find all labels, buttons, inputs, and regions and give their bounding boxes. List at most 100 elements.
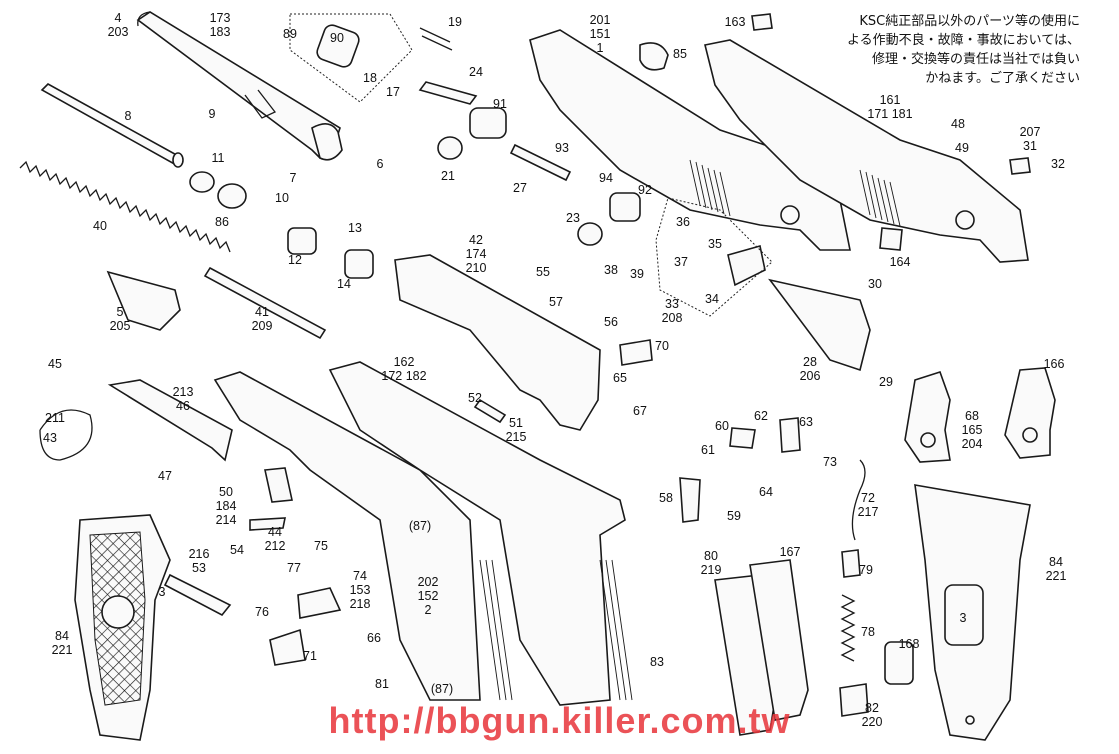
callout-text: 30 — [868, 277, 882, 291]
callout-text: 218 — [350, 597, 371, 611]
callout-77: 77 — [287, 561, 301, 575]
callout-text: 206 — [800, 369, 821, 383]
callout-60: 60 — [715, 419, 729, 433]
callout-23: 23 — [566, 211, 580, 225]
callout-7: 7 — [290, 171, 297, 185]
callout-text: 84 — [55, 629, 69, 643]
callout-text: 72 — [861, 491, 875, 505]
callout-text: 59 — [727, 509, 741, 523]
callout-166: 166 — [1044, 357, 1065, 371]
callout-76: 76 — [255, 605, 269, 619]
recoil-spring-drawing — [19, 160, 231, 253]
callout-167: 167 — [780, 545, 801, 559]
callout-text: 77 — [287, 561, 301, 575]
callout-56: 56 — [604, 315, 618, 329]
callout-text: 172 182 — [381, 369, 426, 383]
notice-line: 修理・交換等の責任は当社では負い — [871, 52, 1080, 67]
callout-text: 163 — [725, 15, 746, 29]
callout-text: 171 181 — [867, 107, 912, 121]
callout-text: 3 — [960, 611, 967, 625]
callout-163: 163 — [725, 15, 746, 29]
callout-text: 55 — [536, 265, 550, 279]
callout-67: 67 — [633, 404, 647, 418]
callout-text: 162 — [394, 355, 415, 369]
callout-text: 56 — [604, 315, 618, 329]
callout-text: 202 — [418, 575, 439, 589]
guide-rod-drawing — [40, 83, 184, 168]
callout-text: 71 — [303, 649, 317, 663]
slide-rear-drawing — [704, 39, 1029, 263]
callout-text: 54 — [230, 543, 244, 557]
callout-text: 1 — [597, 41, 604, 55]
callout-168: 168 — [899, 637, 920, 651]
callout-48: 48 — [951, 117, 965, 131]
disclaimer-notice: KSC純正部品以外のパーツ等の使用に よる作動不良・故障・事故においては、 修理… — [780, 12, 1080, 88]
callout-text: 85 — [673, 47, 687, 61]
callout-39: 39 — [630, 267, 644, 281]
callout-text: 151 — [590, 27, 611, 41]
callout-text: 58 — [659, 491, 673, 505]
callout-text: 205 — [110, 319, 131, 333]
callout-85: 85 — [673, 47, 687, 61]
callout-text: 7 — [290, 171, 297, 185]
callout-text: 168 — [899, 637, 920, 651]
callout-90: 90 — [330, 31, 344, 45]
callout-text: 64 — [759, 485, 773, 499]
callout-61: 61 — [701, 443, 715, 457]
grip-panel-right-drawing — [914, 484, 1031, 741]
callout-text: 44 — [268, 525, 282, 539]
callout-text: 165 — [962, 423, 983, 437]
notice-line: KSC純正部品以外のパーツ等の使用に — [859, 14, 1080, 29]
callout-57: 57 — [549, 295, 563, 309]
callout-36: 36 — [676, 215, 690, 229]
callout-89: 89 — [283, 27, 297, 41]
callout-text: 220 — [862, 715, 883, 729]
callout-text: 23 — [566, 211, 580, 225]
callout-19: 19 — [448, 15, 462, 29]
callout-92: 92 — [638, 183, 652, 197]
callout-73: 73 — [823, 455, 837, 469]
callout-text: 8 — [125, 109, 132, 123]
callout-text: 37 — [674, 255, 688, 269]
callout-text: 45 — [48, 357, 62, 371]
callout-text: 174 — [466, 247, 487, 261]
callout-text: 184 — [216, 499, 237, 513]
notice-line: かねます。ご了承ください — [925, 71, 1080, 86]
callout-45: 45 — [48, 357, 62, 371]
callout-text: 13 — [348, 221, 362, 235]
callout-text: 153 — [350, 583, 371, 597]
callout-text: 10 — [275, 191, 289, 205]
callout-text: 40 — [93, 219, 107, 233]
callout-text: 173 — [210, 11, 231, 25]
callout-81: 81 — [375, 677, 389, 691]
callout-text: 61 — [701, 443, 715, 457]
callout-text: 46 — [176, 399, 190, 413]
callout-text: 204 — [962, 437, 983, 451]
callout-text: 89 — [283, 27, 297, 41]
website-watermark: http://bbgun.killer.com.tw — [328, 700, 791, 741]
callout-40: 40 — [93, 219, 107, 233]
callout-10: 10 — [275, 191, 289, 205]
callout-text: 207 — [1020, 125, 1041, 139]
callout-text: 82 — [865, 701, 879, 715]
callout-text: 31 — [1023, 139, 1037, 153]
callout-text: 75 — [314, 539, 328, 553]
callout-27: 27 — [513, 181, 527, 195]
callout-37: 37 — [674, 255, 688, 269]
callout-text: 50 — [219, 485, 233, 499]
callout-text: 34 — [705, 292, 719, 306]
callout-34: 34 — [705, 292, 719, 306]
callout-text: 2 — [425, 603, 432, 617]
callout-text: 161 — [880, 93, 901, 107]
callout-70: 70 — [655, 339, 669, 353]
callout-3-right: 3 — [960, 611, 967, 625]
callout-text: 18 — [363, 71, 377, 85]
callout-211: 211 — [45, 411, 65, 425]
